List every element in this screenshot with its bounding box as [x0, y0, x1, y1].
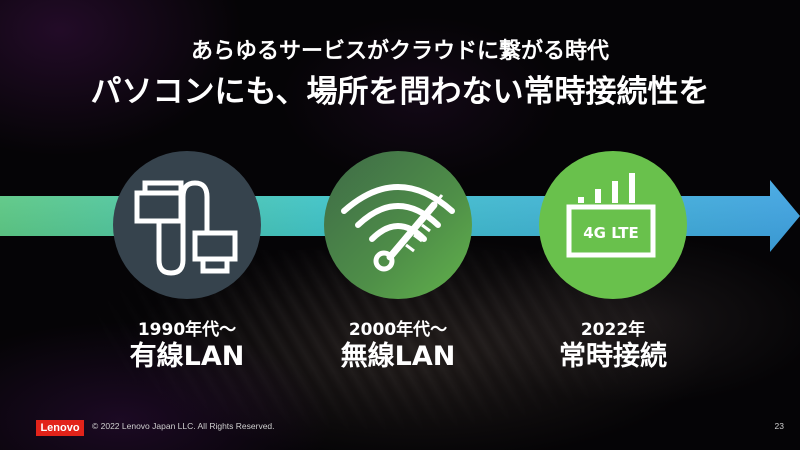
- always-connected-circle: 4G LTE: [539, 151, 687, 299]
- wireless-lan-circle: [324, 151, 472, 299]
- slide-title: パソコンにも、場所を問わない常時接続性を: [90, 74, 710, 110]
- page-number: 23: [774, 421, 784, 431]
- wifi-icon: [341, 184, 455, 272]
- timeline-label-wired: 1990年代～ 有線LAN: [87, 320, 287, 374]
- technology-name: 常時接続: [559, 341, 667, 372]
- copyright-text: © 2022 Lenovo Japan LLC. All Rights Rese…: [92, 421, 275, 431]
- timeline-label-always-connected: 2022年 常時接続: [513, 320, 713, 374]
- era-text: 2022年: [580, 320, 646, 340]
- svg-text:4G LTE: 4G LTE: [583, 224, 639, 242]
- era-text: 2000年代～: [348, 320, 448, 340]
- lte-router-icon: 4G LTE: [566, 173, 656, 258]
- slide-subtitle: あらゆるサービスがクラウドに繋がる時代: [190, 39, 609, 64]
- wired-lan-circle: [113, 151, 261, 299]
- lenovo-logo: Lenovo: [36, 420, 84, 436]
- technology-name: 無線LAN: [340, 341, 456, 372]
- era-text: 1990年代～: [137, 320, 237, 340]
- ethernet-cable-icon: [134, 180, 238, 276]
- technology-name: 有線LAN: [129, 341, 245, 372]
- timeline-label-wireless: 2000年代～ 無線LAN: [298, 320, 498, 374]
